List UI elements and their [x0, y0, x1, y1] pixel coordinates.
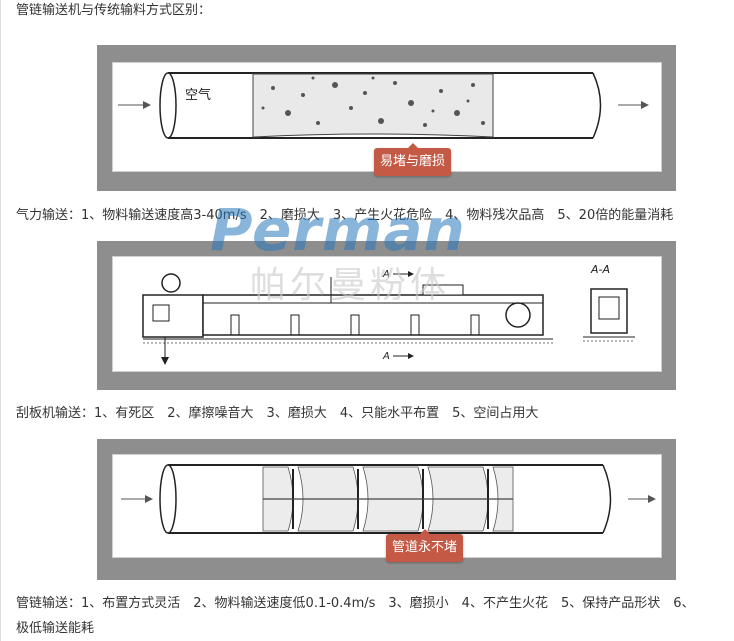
scraper-conveyor-drawing: A A A-A: [142, 263, 635, 365]
tube-chain-drawing: [121, 464, 656, 534]
page-heading: 管链输送机与传统输料方式区别：: [16, 3, 212, 18]
section-arrow-label-bottom: A: [382, 351, 390, 362]
tube-chain-figure-panel: 管道永不堵: [97, 439, 676, 580]
tube-chain-caption-line2: 极低输送能耗: [16, 621, 95, 636]
scraper-caption: 刮板机输送：1、有死区 2、摩擦噪音大 3、磨损大 4、只能水平布置 5、空间占…: [16, 406, 539, 421]
scraper-figure-panel: A A A-A: [97, 241, 676, 390]
pneumatic-caption: 气力输送：1、物料输送速度高3-40m/s 2、磨损大 3、产生火花危险 4、物…: [16, 208, 674, 223]
clog-wear-callout: 易堵与磨损: [374, 143, 452, 176]
section-view-label: A-A: [590, 263, 610, 276]
scraper-figure: A A A-A: [112, 256, 662, 372]
pneumatic-figure-panel: 空气 易堵与磨损: [97, 45, 676, 191]
left-border: [0, 0, 1, 641]
tube-chain-figure: [112, 454, 662, 558]
section-arrow-label-top: A: [382, 269, 390, 280]
air-label: 空气: [185, 87, 211, 103]
pneumatic-pipe-drawing: 空气: [118, 72, 649, 139]
never-clog-callout: 管道永不堵: [386, 529, 464, 562]
tube-chain-caption-line1: 管链输送：1、布置方式灵活 2、物料输送速度低0.1-0.4m/s 3、磨损小 …: [16, 596, 695, 611]
